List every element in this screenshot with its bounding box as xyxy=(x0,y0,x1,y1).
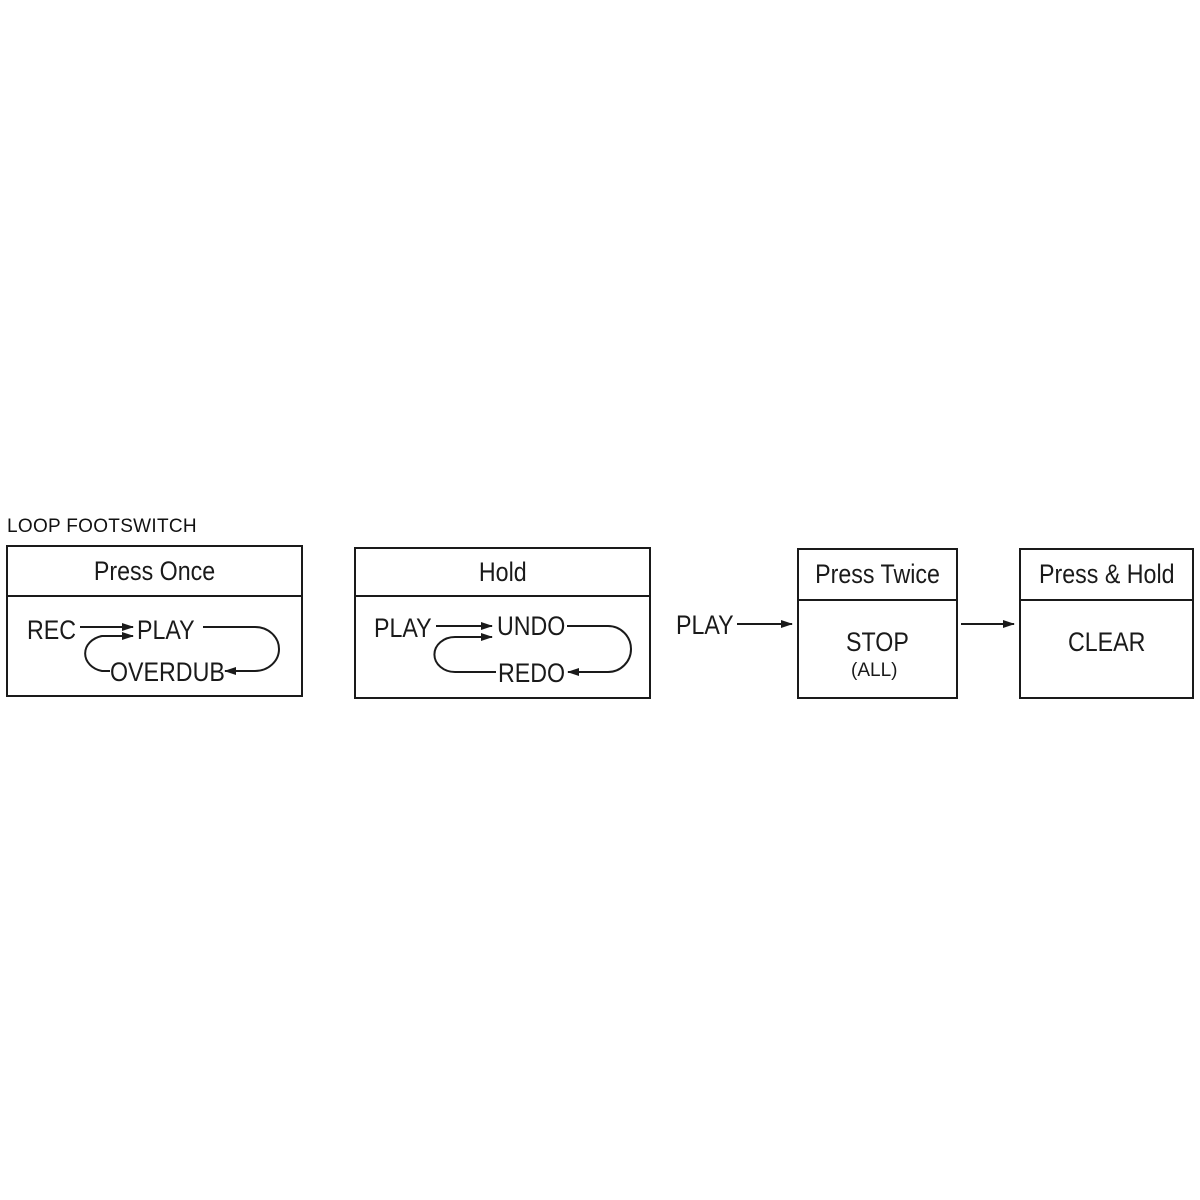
clear-label: CLEAR xyxy=(1068,627,1146,657)
redo-to-undo-return-icon xyxy=(433,633,496,673)
undo-label: UNDO xyxy=(497,611,566,641)
press-once-header-label: Press Once xyxy=(93,555,216,586)
hold-header-label: Hold xyxy=(478,556,527,587)
all-label: (ALL) xyxy=(851,660,898,681)
rec-label: REC xyxy=(27,615,77,645)
flow-play-label: PLAY xyxy=(676,610,734,640)
play-label: PLAY xyxy=(137,615,195,645)
press-twice-header: Press Twice xyxy=(799,550,956,601)
press-twice-box: Press Twice xyxy=(797,548,958,699)
press-hold-header-label: Press & Hold xyxy=(1038,559,1175,589)
press-hold-box: Press & Hold xyxy=(1019,548,1194,699)
play-to-overdub-loop-icon xyxy=(203,626,280,675)
press-hold-header: Press & Hold xyxy=(1021,550,1192,601)
hold-header: Hold xyxy=(356,549,649,597)
overdub-to-play-return-icon xyxy=(84,632,134,672)
hold-box: Hold xyxy=(354,547,651,699)
overdub-label: OVERDUB xyxy=(110,657,225,687)
diagram-title: LOOP FOOTSWITCH xyxy=(7,516,197,537)
stop-label: STOP xyxy=(846,627,909,657)
hold-play-label: PLAY xyxy=(374,613,432,643)
press-once-header: Press Once xyxy=(8,547,301,597)
undo-to-redo-loop-icon xyxy=(567,625,632,676)
redo-label: REDO xyxy=(498,658,566,688)
press-twice-header-label: Press Twice xyxy=(815,559,940,589)
